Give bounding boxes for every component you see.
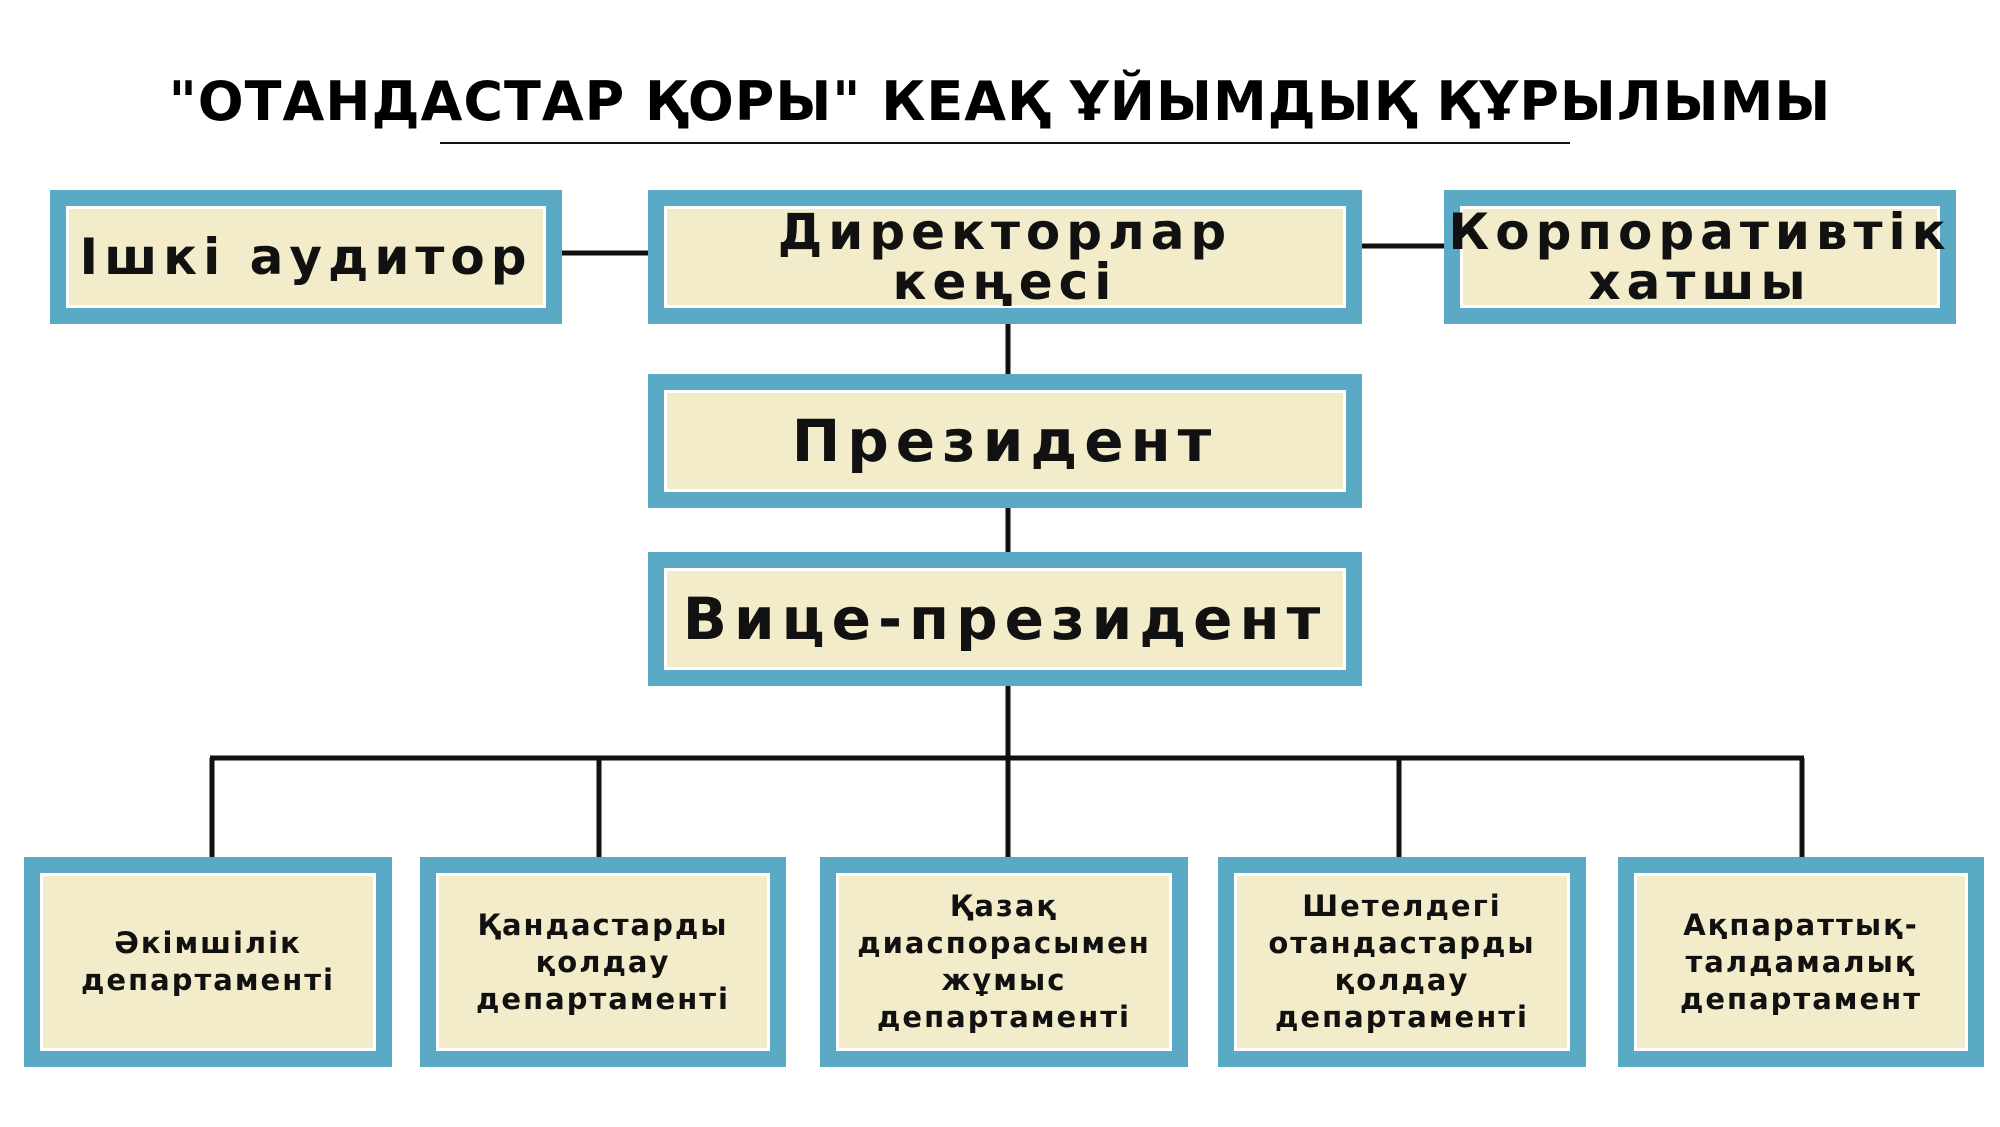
president-box: Президент — [648, 374, 1362, 508]
internal-auditor-box: Ішкі аудитор — [50, 190, 562, 324]
diagram-title: "ОТАНДАСТАР ҚОРЫ" КЕАҚ ҰЙЫМДЫҚ ҚҰРЫЛЫМЫ — [168, 70, 1832, 133]
board-of-directors-box: Директорлар кеңесі — [648, 190, 1362, 324]
department-box: Қандастарды қолдау департаменті — [420, 857, 786, 1067]
vice-president-label: Вице-президент — [682, 585, 1328, 653]
department-box: Шетелдегі отандастарды қолдау департамен… — [1218, 857, 1586, 1067]
department-box: Қазақ диаспорасымен жұмыс департаменті — [820, 857, 1188, 1067]
department-label: Қазақ диаспорасымен жұмыс департаменті — [857, 889, 1151, 1034]
title-underline — [440, 142, 1570, 144]
corporate-secretary-label: Корпоративтік хатшы — [1448, 203, 1952, 311]
department-label: Ақпараттық- талдамалық департамент — [1679, 907, 1923, 1016]
internal-auditor-label: Ішкі аудитор — [79, 228, 533, 286]
department-box: Ақпараттық- талдамалық департамент — [1618, 857, 1984, 1067]
president-label: Президент — [791, 407, 1219, 475]
board-of-directors-label: Директорлар кеңесі — [777, 203, 1233, 311]
department-label: Әкімшілік департаменті — [81, 926, 335, 997]
corporate-secretary-box: Корпоративтік хатшы — [1444, 190, 1956, 324]
vice-president-box: Вице-президент — [648, 552, 1362, 686]
department-box: Әкімшілік департаменті — [24, 857, 392, 1067]
department-label: Шетелдегі отандастарды қолдау департамен… — [1268, 889, 1536, 1034]
department-label: Қандастарды қолдау департаменті — [476, 907, 730, 1016]
